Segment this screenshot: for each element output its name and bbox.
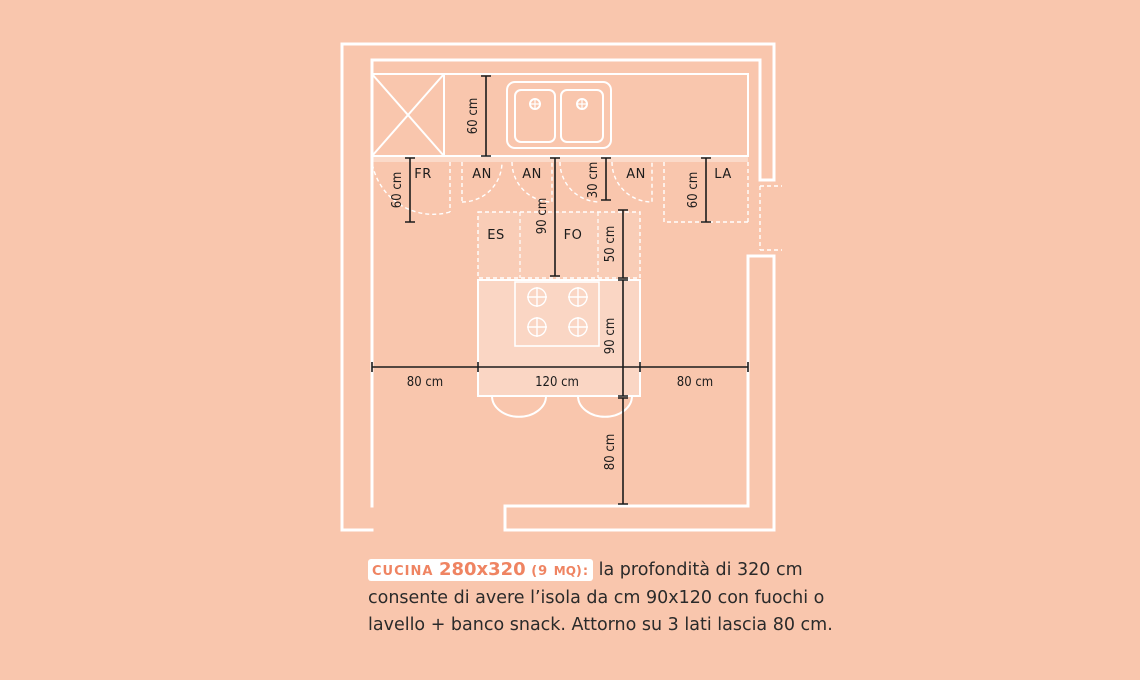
dim-wall-gap	[601, 157, 611, 201]
dimension-lines	[371, 75, 749, 505]
label-island-oven: FO	[564, 228, 583, 243]
dim-aisle-bottom	[618, 397, 628, 505]
cabinet-door-swings	[371, 161, 749, 223]
dim-label-wall-gap: 30 cm	[586, 162, 601, 198]
caption: CUCINA 280x320 (9 MQ): la profondità di …	[368, 556, 868, 639]
island-top	[477, 279, 641, 397]
dim-label-island-width: 120 cm	[535, 375, 579, 390]
caption-tag: CUCINA 280x320 (9 MQ):	[368, 559, 594, 581]
label-wall-unit-2: AN	[522, 167, 542, 182]
label-island-left: ES	[487, 228, 504, 243]
dim-island-top	[618, 209, 628, 279]
caption-tag-size: 280x320	[438, 559, 526, 580]
dim-label-aisle-right: 80 cm	[677, 375, 713, 390]
dishwasher-door-swing	[663, 162, 749, 223]
caption-text: la profondità di 320 cm consente di aver…	[368, 560, 833, 635]
an-swing-2	[511, 161, 553, 203]
caption-tag-unit: MQ	[553, 564, 576, 578]
cooktop	[514, 281, 600, 347]
island-upper-dashed	[477, 211, 641, 279]
burners	[527, 287, 588, 337]
fridge-cross	[371, 73, 445, 157]
dim-island-depth	[618, 279, 628, 397]
label-fridge: FR	[414, 167, 432, 182]
an-swing-3	[559, 161, 601, 203]
cabinet-below-counter	[372, 156, 748, 162]
dim-label-fridge-door: 60 cm	[390, 172, 405, 208]
label-dishwasher: LA	[714, 167, 731, 182]
dim-label-dishwasher-door: 60 cm	[686, 172, 701, 208]
dim-label-aisle-bottom: 80 cm	[603, 434, 618, 470]
dim-label-island-top: 50 cm	[603, 226, 618, 262]
fridge-door-swing	[371, 161, 451, 215]
dim-label-aisle-left: 80 cm	[407, 375, 443, 390]
label-wall-unit-1: AN	[472, 167, 492, 182]
kitchen-island	[477, 211, 641, 418]
dim-aisle-top	[550, 157, 560, 277]
caption-tag-room: CUCINA	[372, 564, 439, 579]
caption-tag-close: ):	[575, 564, 590, 579]
an-swing-4	[611, 161, 653, 203]
door-jamb-right	[746, 178, 776, 258]
dim-label-aisle-top: 90 cm	[535, 198, 550, 234]
fridge-cabinet	[371, 73, 445, 157]
label-wall-unit-3: AN	[626, 167, 646, 182]
caption-tag-area-open: (9	[525, 564, 554, 579]
dim-label-counter-depth: 60 cm	[466, 98, 481, 134]
walls	[340, 42, 776, 532]
an-swing-1	[461, 161, 503, 203]
dim-counter-depth	[481, 75, 491, 157]
stools	[491, 395, 633, 418]
double-sink	[506, 81, 612, 149]
island-divider	[519, 212, 599, 278]
dim-fridge-door	[405, 157, 415, 223]
dim-horizontal	[371, 362, 749, 372]
dim-dishwasher-door	[701, 157, 711, 223]
countertop	[371, 73, 749, 162]
door-opening	[759, 185, 782, 251]
dim-label-island-depth: 90 cm	[603, 318, 618, 354]
